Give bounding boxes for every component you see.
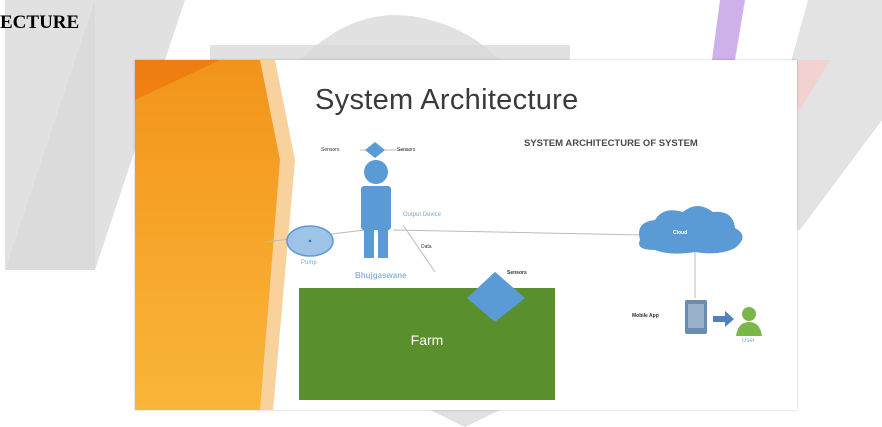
sensor-top-diamond xyxy=(365,142,385,158)
farm-label: Farm xyxy=(410,332,444,348)
accent-fold xyxy=(260,60,295,410)
person-leg-right xyxy=(378,228,388,258)
person-body xyxy=(361,186,391,230)
data-label: Data xyxy=(421,244,432,250)
user-to-farm-line xyxy=(402,224,436,273)
user-label: Bhujgaswane xyxy=(355,271,407,280)
person-leg-left xyxy=(364,228,374,258)
watermark-purple-stroke xyxy=(712,0,745,60)
end-user-body xyxy=(736,322,762,336)
cloud-shape xyxy=(639,206,743,254)
user-to-cloud-line xyxy=(392,229,646,236)
slide-subtitle: SYSTEM ARCHITECTURE OF SYSTEM xyxy=(524,138,698,149)
mobile-screen xyxy=(688,304,704,328)
mobile-arrow xyxy=(713,311,734,327)
end-user-head xyxy=(742,307,756,321)
page-heading: ECTURE xyxy=(0,12,80,33)
slide-accent-band xyxy=(135,60,762,410)
sensor-farm-label: Sensors xyxy=(507,270,527,276)
sensor-top-right-label: Sensors xyxy=(397,147,416,153)
sensor-top-left-label: Sensors xyxy=(321,147,340,153)
end-user-label: User xyxy=(742,338,755,344)
watermark-left-bar xyxy=(5,0,95,270)
person-head xyxy=(364,160,388,184)
mobile-app-label: Mobile App xyxy=(632,313,659,319)
architecture-slide: System Architecture SYSTEM ARCHITECTURE … xyxy=(135,60,797,410)
watermark-center-arch xyxy=(300,15,500,60)
pump-center-dot xyxy=(308,239,312,243)
pump-label: Pump xyxy=(301,260,317,266)
farm-box: Farm xyxy=(299,288,555,400)
cloud-label: Cloud xyxy=(673,230,688,236)
slide-title: System Architecture xyxy=(315,84,579,116)
output-device-label: Output Device xyxy=(403,212,442,218)
accent-yellow xyxy=(135,60,280,410)
watermark-bottom-triangle xyxy=(430,410,500,427)
